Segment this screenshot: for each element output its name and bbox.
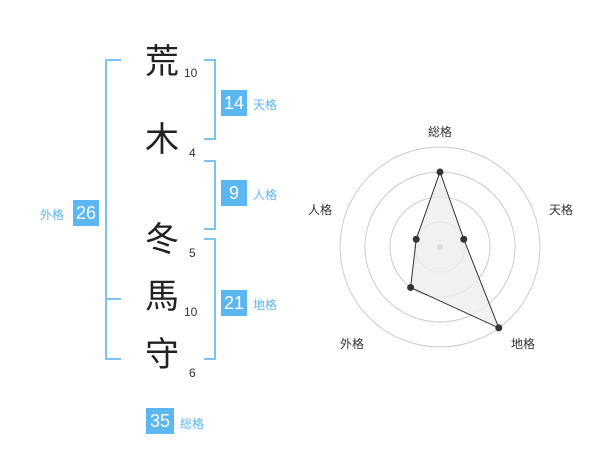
stroke-count-4: 10: [184, 305, 198, 319]
radar-point-4: [412, 235, 420, 243]
name-char-3: 冬: [145, 220, 179, 260]
stroke-count-2: 4: [189, 146, 196, 160]
tenkaku-bracket: [204, 59, 216, 140]
radar-point-2: [495, 324, 503, 332]
name-char-4: 馬: [145, 277, 179, 317]
chikaku-label: 地格: [253, 298, 278, 312]
chikaku-value: 21: [221, 290, 247, 316]
radar-label-jinkaku: 人格: [308, 203, 333, 217]
gaikaku-bracket-split: [105, 298, 121, 300]
radar-point-3: [407, 283, 415, 291]
tenkaku-label: 天格: [253, 98, 278, 112]
soukaku-value: 35: [146, 408, 174, 434]
name-char-2: 木: [145, 120, 179, 160]
jinkaku-bracket: [204, 160, 216, 230]
radar-point-0: [436, 168, 444, 176]
radar-point-1: [460, 235, 468, 243]
tenkaku-value: 14: [221, 90, 247, 116]
jinkaku-value: 9: [221, 180, 247, 206]
stroke-count-5: 6: [189, 366, 196, 380]
radar-label-chikaku: 地格: [511, 337, 536, 351]
radar-series-polygon: [410, 170, 500, 329]
radar-center-point: [437, 244, 443, 250]
radar-label-tenkaku: 天格: [549, 203, 574, 217]
name-char-1: 荒: [145, 42, 179, 82]
chikaku-bracket: [204, 238, 216, 360]
radar-label-soukaku: 総格: [428, 125, 453, 139]
stroke-count-3: 5: [189, 246, 196, 260]
jinkaku-label: 人格: [253, 188, 278, 202]
soukaku-label: 総格: [180, 417, 205, 431]
gaikaku-bracket: [105, 59, 121, 360]
name-char-5: 守: [145, 335, 179, 375]
radar-label-gaikaku: 外格: [340, 337, 365, 351]
radar-ring-4: [339, 146, 541, 348]
gaikaku-value: 26: [73, 200, 99, 226]
stroke-count-1: 10: [184, 66, 198, 80]
gaikaku-label: 外格: [40, 208, 65, 222]
